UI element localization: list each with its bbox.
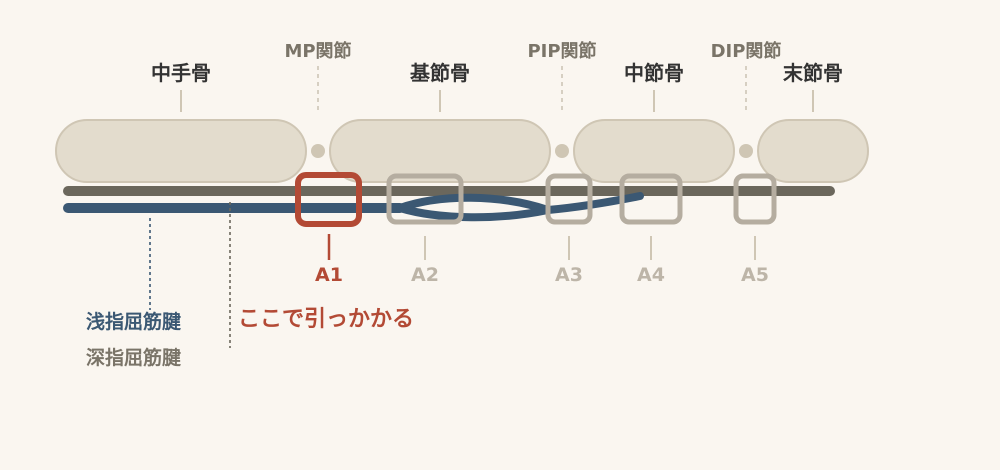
distal-phalanx-label: 末節骨 <box>783 61 843 85</box>
a2-label: A2 <box>411 264 439 286</box>
middle-phalanx-label: 中節骨 <box>624 61 684 85</box>
proximal-phalanx-label: 基節骨 <box>410 61 470 85</box>
bones <box>55 119 869 183</box>
a3-pulley <box>545 173 593 225</box>
metacarpal-bone <box>55 119 307 183</box>
middle-phalanx-bone <box>573 119 735 183</box>
joint-leaders <box>317 66 747 114</box>
pip-joint-label: PIP関節 <box>527 40 596 62</box>
pulley-leaders <box>424 236 756 260</box>
joint-dots <box>311 144 753 158</box>
dip-joint-dot <box>739 144 753 158</box>
a5-label: A5 <box>741 264 769 286</box>
a1-label: A1 <box>315 264 343 286</box>
a5-pulley <box>733 173 777 225</box>
pip-joint-dot <box>555 144 569 158</box>
proximal-phalanx-bone <box>329 119 551 183</box>
pulleys <box>386 173 777 225</box>
distal-phalanx-bone <box>757 119 869 183</box>
dip-joint-label: DIP関節 <box>711 40 782 62</box>
superficial-flexor-tendon <box>63 192 644 222</box>
a2-pulley <box>386 173 464 225</box>
superficial-tendon-lower-slip <box>396 204 552 222</box>
a1-pulley-highlight <box>295 172 362 227</box>
a4-pulley <box>619 173 683 225</box>
deep-tendon-label: 深指屈筋腱 <box>86 346 181 369</box>
a3-label: A3 <box>555 264 583 286</box>
metacarpal-label: 中手骨 <box>151 61 211 85</box>
superficial-tendon-upper-slip <box>396 192 644 215</box>
bone-leaders <box>180 90 814 112</box>
mp-joint-label: MP関節 <box>284 40 351 62</box>
a4-label: A4 <box>637 264 665 286</box>
catch-callout: ここで引っかかる <box>238 307 414 332</box>
superficial-tendon-label: 浅指屈筋腱 <box>86 310 181 333</box>
mp-joint-dot <box>311 144 325 158</box>
